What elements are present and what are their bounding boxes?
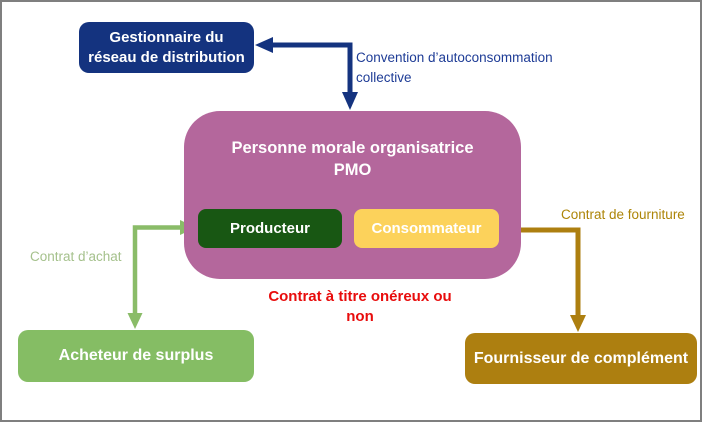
node-producer: Producteur <box>198 209 342 248</box>
node-surplus-buyer: Acheteur de surplus <box>18 330 254 382</box>
arrowhead-down-icon <box>342 92 358 110</box>
arrowhead-left-icon <box>255 37 273 53</box>
node-consumer-label: Consommateur <box>371 220 482 237</box>
connector-convention <box>255 37 358 110</box>
node-surplus-buyer-label: Acheteur de surplus <box>58 347 214 364</box>
node-consumer: Consommateur <box>354 209 499 248</box>
node-pmo-title-line2: PMO <box>333 161 372 179</box>
node-pmo-title-line1: Personne morale organisatrice <box>231 139 474 157</box>
node-supplier: Fournisseur de complément <box>465 333 697 384</box>
edge-label-purchase-contract: Contrat d’achat <box>30 249 122 264</box>
node-supplier-label: Fournisseur de complément <box>473 349 689 367</box>
edge-label-supply-contract: Contrat de fourniture <box>561 207 685 222</box>
node-grid-operator: Gestionnaire du réseau de distribution <box>79 22 254 73</box>
edge-label-onerous-contract: Contrat à titre onéreux ou non <box>268 288 452 325</box>
edge-label-convention-line2: collective <box>356 69 412 85</box>
node-pmo: Personne morale organisatrice PMO <box>184 111 521 279</box>
edge-label-convention-line1: Convention d’autoconsommation <box>356 50 553 65</box>
node-producer-label: Producteur <box>229 220 310 237</box>
node-grid-operator-label-line1: Gestionnaire du <box>109 28 224 46</box>
node-grid-operator-label-line2: réseau de distribution <box>88 48 245 66</box>
arrowhead-down-icon <box>127 313 143 329</box>
edge-label-convention: Convention d’autoconsommation collective <box>356 48 576 87</box>
arrowhead-down-icon <box>570 315 586 332</box>
